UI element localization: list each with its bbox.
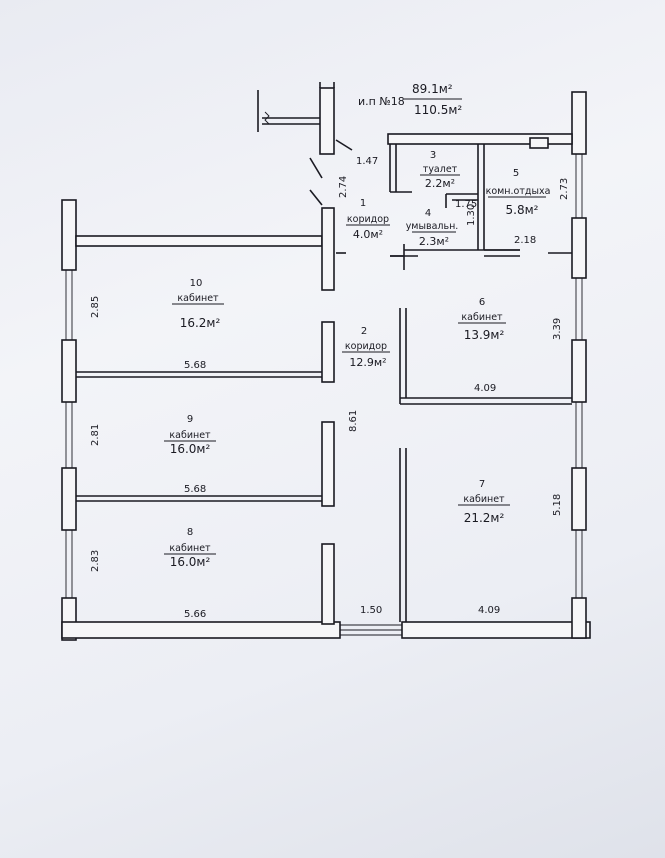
room-number: 6: [479, 297, 485, 308]
room-area: 16.0м²: [170, 555, 211, 569]
room-number: 7: [479, 479, 485, 490]
dim-label: 3.39: [552, 318, 563, 340]
dim-label: 2.74: [338, 176, 349, 198]
dimension-labels: 1.47 2.74 1.75 1.30 2.73 2.18 2.85 5.68 …: [90, 156, 570, 620]
plan-area-total: 110.5м²: [414, 103, 462, 117]
room-6: 6 кабинет 13.9м²: [458, 297, 506, 342]
dim-label: 5.68: [184, 360, 206, 371]
room-4: 4 умывальн. 2.3м²: [406, 208, 459, 248]
plan-area-living: 89.1м²: [412, 82, 453, 96]
room-name: кабинет: [169, 543, 211, 554]
room-area: 4.0м²: [353, 228, 383, 241]
dim-label: 5.18: [552, 494, 563, 516]
room-8: 8 кабинет 16.0м²: [164, 527, 216, 569]
dim-label: 5.66: [184, 609, 206, 620]
room-name: кабинет: [461, 312, 503, 323]
room-name: кабинет: [177, 293, 219, 304]
room-area: 13.9м²: [464, 328, 505, 342]
dim-label: 8.61: [348, 410, 359, 432]
top-structure: [257, 82, 573, 206]
room-name: комн.отдыха: [486, 186, 551, 197]
left-exterior-wall: [61, 199, 77, 641]
dim-label: 4.09: [478, 605, 500, 616]
room-area: 12.9м²: [349, 356, 386, 369]
plan-header: и.п №18 89.1м² 110.5м²: [358, 82, 462, 117]
dim-label: 1.47: [356, 156, 378, 167]
dim-label: 4.09: [474, 383, 496, 394]
dim-label: 1.50: [360, 605, 382, 616]
room-name: умывальн.: [406, 221, 459, 232]
room-area: 16.0м²: [170, 442, 211, 456]
room-9: 9 кабинет 16.0м²: [164, 414, 216, 456]
room-number: 10: [190, 278, 203, 289]
right-exterior-wall: [571, 91, 587, 639]
room-number: 8: [187, 527, 193, 538]
room-number: 3: [430, 150, 436, 161]
room-10: 10 кабинет 16.2м²: [172, 278, 224, 330]
dim-label: 2.81: [90, 424, 101, 446]
room-number: 5: [513, 168, 519, 179]
dim-label: 2.85: [90, 296, 101, 318]
room-area: 2.3м²: [419, 235, 449, 248]
room-1: 1 коридор 4.0м²: [346, 198, 390, 241]
dim-label: 5.68: [184, 484, 206, 495]
room-name: коридор: [345, 341, 387, 352]
room-area: 2.2м²: [425, 177, 455, 190]
room-number: 4: [425, 208, 431, 219]
internal-walls: [75, 144, 572, 625]
dim-label: 2.73: [559, 178, 570, 200]
room-area: 21.2м²: [464, 511, 505, 525]
dim-label: 2.18: [514, 235, 536, 246]
dim-label: 2.83: [90, 550, 101, 572]
room-name: туалет: [423, 164, 458, 175]
room-name: кабинет: [169, 430, 211, 441]
room-name: кабинет: [463, 494, 505, 505]
room-2: 2 коридор 12.9м²: [342, 326, 390, 369]
dim-label: 1.75: [455, 199, 477, 210]
room-number: 9: [187, 414, 193, 425]
room-name: коридор: [347, 214, 389, 225]
room-number: 1: [360, 198, 366, 209]
bottom-exterior-wall: [61, 621, 591, 639]
room-number: 2: [361, 326, 367, 337]
room-area: 5.8м²: [506, 203, 539, 217]
room-area: 16.2м²: [180, 316, 221, 330]
room-3: 3 туалет 2.2м²: [420, 150, 460, 190]
plan-number: и.п №18: [358, 95, 405, 108]
room-5: 5 комн.отдыха 5.8м²: [486, 168, 551, 217]
room-7: 7 кабинет 21.2м²: [458, 479, 510, 525]
dim-label: 1.30: [466, 204, 477, 226]
